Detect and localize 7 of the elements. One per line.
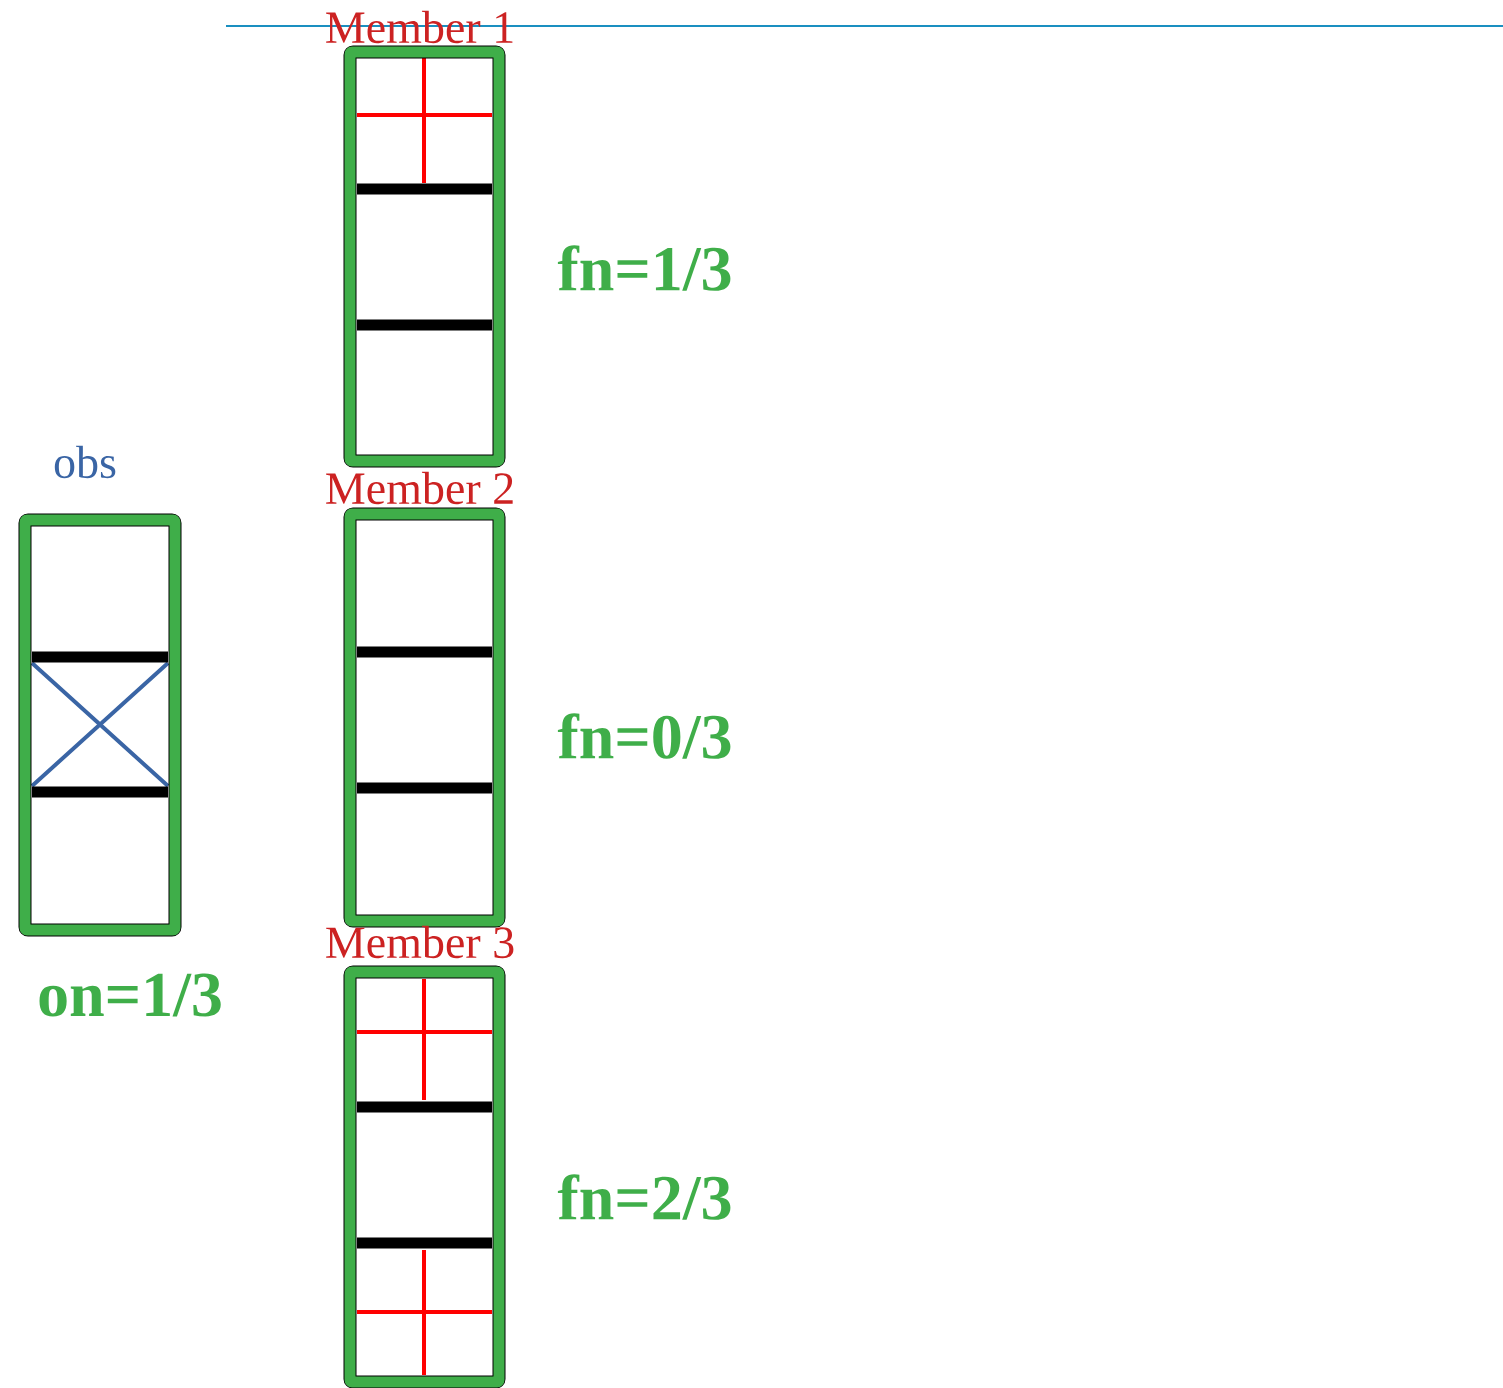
box-heading: Member 3: [326, 925, 514, 959]
box-heading: Member 2: [326, 471, 513, 505]
box-heading: obs: [54, 445, 116, 479]
fraction-label: fn=0/3: [557, 713, 731, 759]
fraction-label: fn=1/3: [557, 245, 731, 291]
fraction-label: fn=2/3: [557, 1174, 731, 1220]
fraction-label: on=1/3: [39, 973, 221, 1017]
